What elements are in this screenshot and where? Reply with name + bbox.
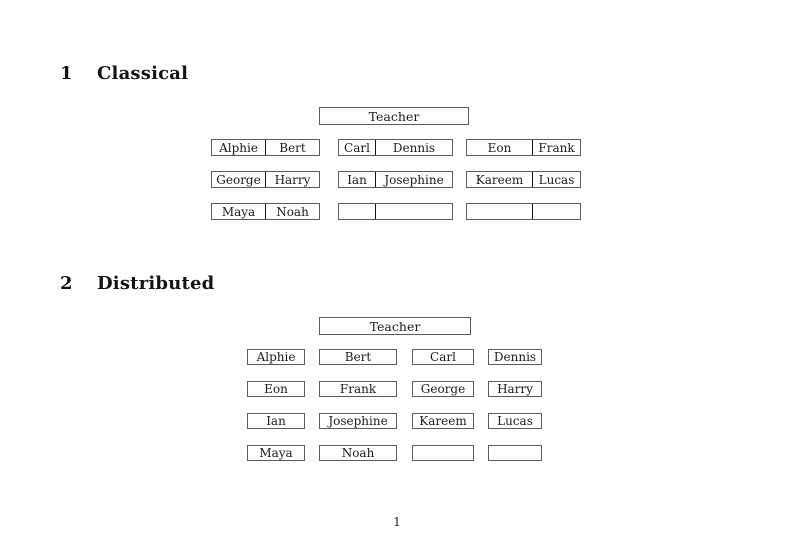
desk: Noah [319,445,397,461]
teacher-box: Teacher [319,317,471,335]
desk [488,445,542,461]
seat-label [376,204,452,219]
seat-label [467,204,533,219]
desk: Alphie [247,349,305,365]
seat-label: Kareem [467,172,533,187]
desk: Josephine [319,413,397,429]
desk: Carl Dennis [338,139,453,156]
teacher-label: Teacher [369,318,421,334]
desk: Alphie Bert [211,139,320,156]
desk [412,445,474,461]
section-heading-distributed: 2 Distributed [60,273,214,294]
seat-label: Frank [538,140,575,155]
desk: Frank [319,381,397,397]
section-title: Classical [97,63,189,84]
section-number: 1 [60,63,73,84]
desk: Eon [247,381,305,397]
desk: George [412,381,474,397]
page-number: 1 [393,514,401,529]
desk: Maya [247,445,305,461]
seat-label: Dennis [392,140,436,155]
desk: Bert [319,349,397,365]
seat-label: Harry [274,172,311,187]
desk: Eon Frank [466,139,581,156]
section-title: Distributed [97,273,215,294]
section-number: 2 [60,273,73,294]
seat-label: Maya [212,204,266,219]
desk: Ian Josephine [338,171,453,188]
desk: Ian [247,413,305,429]
desk: Harry [488,381,542,397]
seat-label: Carl [339,140,376,155]
seat-label: Ian [339,172,376,187]
seat-label [533,204,580,219]
desk [466,203,581,220]
desk: Kareem [412,413,474,429]
seat-label: Lucas [538,172,575,187]
desk: Maya Noah [211,203,320,220]
seat-label [339,204,376,219]
desk: George Harry [211,171,320,188]
seat-label: Josephine [384,172,444,187]
seat-label: George [212,172,266,187]
desk: Kareem Lucas [466,171,581,188]
desk [338,203,453,220]
seat-label: Bert [279,140,306,155]
seat-label: Eon [467,140,533,155]
teacher-label: Teacher [368,108,420,124]
section-heading-classical: 1 Classical [60,63,188,84]
seat-label: Noah [276,204,309,219]
teacher-box: Teacher [319,107,469,125]
desk: Carl [412,349,474,365]
desk: Lucas [488,413,542,429]
seat-label: Alphie [212,140,266,155]
desk: Dennis [488,349,542,365]
